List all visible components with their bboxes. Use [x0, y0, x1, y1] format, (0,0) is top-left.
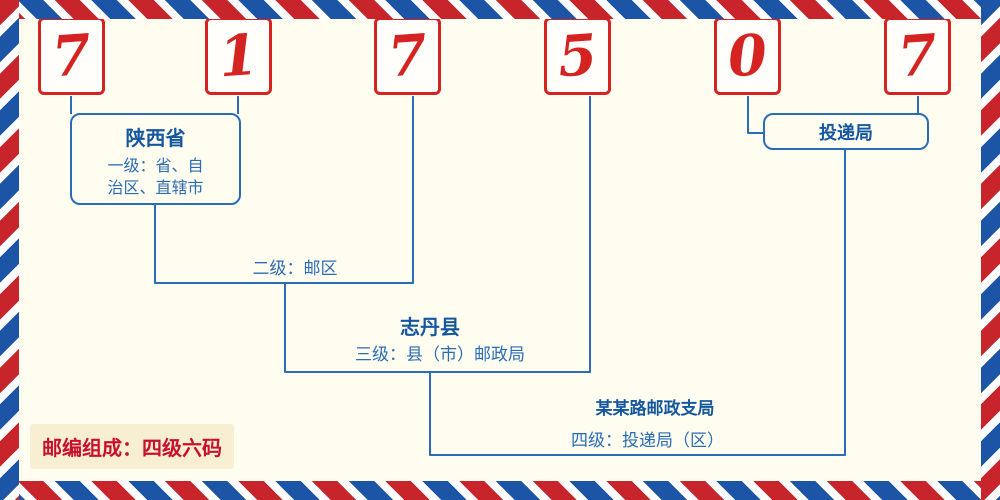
digit-1: 7 — [49, 21, 94, 91]
digit-box-1: 7 — [38, 17, 105, 95]
digit-box-2: 1 — [205, 17, 272, 95]
digit-5: 0 — [725, 21, 770, 91]
level1-box: 陕西省 一级：省、自 治区、直辖市 — [70, 113, 241, 205]
envelope-border-top — [0, 0, 1000, 19]
digit-box-4: 5 — [544, 17, 611, 95]
envelope-border-left — [0, 0, 19, 500]
level1-description-line1: 一级：省、自 — [107, 158, 204, 175]
digit-6: 7 — [895, 21, 940, 91]
digit-box-6: 7 — [884, 17, 951, 95]
delivery-office-label: 投递局 — [819, 122, 873, 143]
digit-box-5: 0 — [714, 17, 781, 95]
digit-3: 7 — [385, 21, 430, 91]
line-digit5-to-delivery — [747, 96, 763, 134]
level1-description: 一级：省、自 治区、直辖市 — [72, 156, 239, 200]
level4-label: 四级：投递局（区） — [571, 431, 724, 450]
line-level4-cascade — [429, 150, 846, 456]
level3-region: 志丹县 — [400, 317, 460, 339]
envelope-border-right — [981, 0, 1000, 500]
level1-description-line2: 治区、直辖市 — [107, 180, 204, 197]
level1-region: 陕西省 — [125, 128, 186, 150]
level2-label: 二级：邮区 — [252, 259, 338, 278]
envelope-border-bottom — [0, 481, 1000, 500]
digit-box-3: 7 — [374, 17, 441, 95]
delivery-office-box: 投递局 — [763, 113, 929, 150]
digit-2: 1 — [216, 21, 261, 91]
level4-office: 某某路邮政支局 — [595, 399, 715, 418]
digit-4: 5 — [555, 21, 600, 91]
line-level3-cascade — [284, 96, 591, 373]
composition-note: 邮编组成：四级六码 — [30, 424, 234, 469]
level3-label: 三级：县（市）邮政局 — [355, 345, 525, 364]
